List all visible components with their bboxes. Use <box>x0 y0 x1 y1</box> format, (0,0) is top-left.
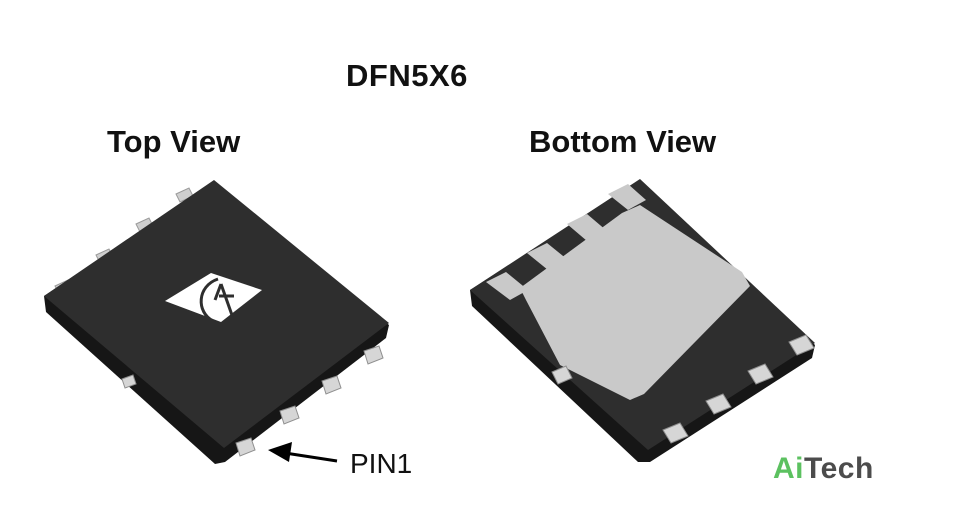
bottom-view-pad-fingers <box>486 184 646 300</box>
package-title: DFN5X6 <box>346 58 468 93</box>
top-view-label: Top View <box>107 124 241 159</box>
bottom-view-label: Bottom View <box>529 124 717 159</box>
pin1-arrow <box>268 442 338 463</box>
aitech-logo: AiTech <box>773 452 874 486</box>
bottom-view-exposed-pad <box>520 205 750 400</box>
top-view-logo-icon <box>199 277 235 323</box>
top-view-leads-front <box>121 345 384 457</box>
top-view-logo-plate <box>165 273 262 322</box>
top-view-package <box>44 180 389 464</box>
logo-text-ai: Ai <box>773 452 804 485</box>
bottom-view-leads-front <box>551 334 815 444</box>
pin1-label: PIN1 <box>350 448 413 479</box>
logo-text-tech: Tech <box>804 452 874 485</box>
bottom-view-package <box>470 179 815 462</box>
